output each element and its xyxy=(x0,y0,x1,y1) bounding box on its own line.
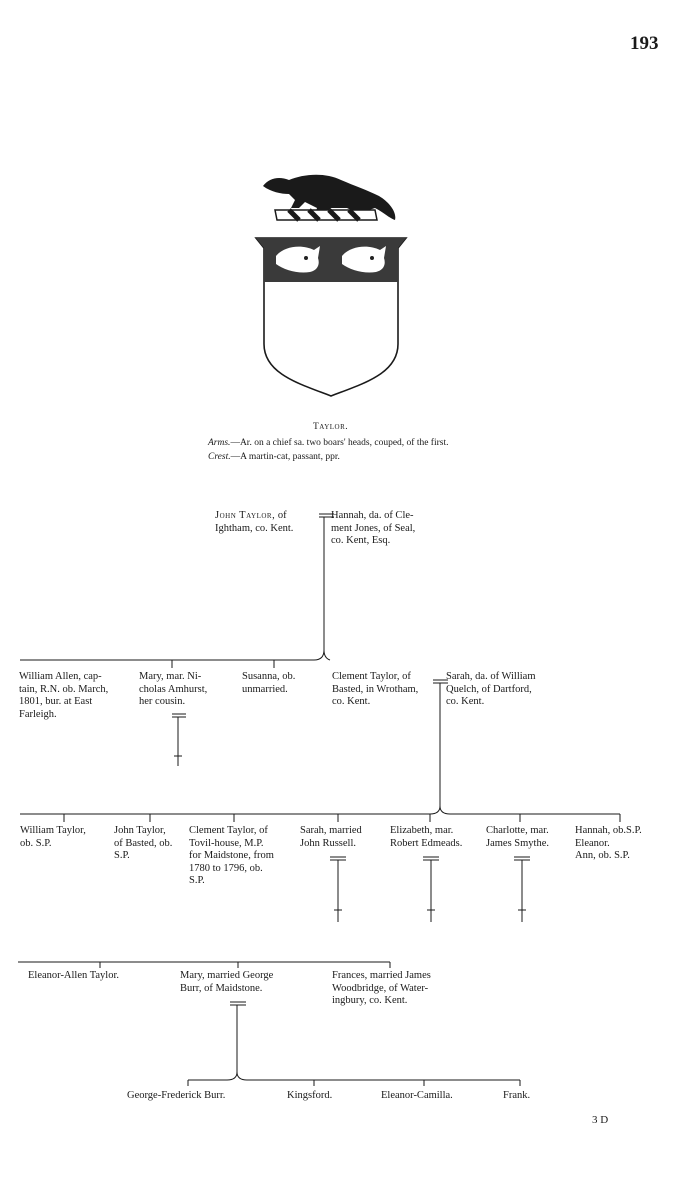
arms-blazon: Arms.—Ar. on a chief sa. two boars' head… xyxy=(208,437,448,450)
page-number: 193 xyxy=(630,33,659,54)
frank: Frank. xyxy=(503,1090,531,1101)
boar-head-icon xyxy=(342,246,386,273)
charlotte-smythe: Charlotte, mar. James Smythe. xyxy=(486,825,549,849)
john-taylor-basted: John Taylor, of Basted, ob. S.P. xyxy=(114,825,173,861)
boar-head-icon xyxy=(276,246,320,273)
susanna: Susanna, ob. unmarried. xyxy=(242,671,296,695)
crest-label: Crest. xyxy=(208,452,231,462)
crest-text: —A martin-cat, passant, ppr. xyxy=(230,452,340,462)
hannah-jones: Hannah, da. of Cle- ment Jones, of Seal,… xyxy=(331,510,416,546)
arms-label: Arms. xyxy=(208,438,231,448)
john-taylor-name: John Taylor, xyxy=(215,510,276,521)
mary-amhurst: Mary, mar. Ni- cholas Amhurst, her cousi… xyxy=(139,671,208,707)
clement-taylor-senior: Clement Taylor, of Basted, in Wrotham, c… xyxy=(332,671,419,707)
george-frederick-burr: George-Frederick Burr. xyxy=(127,1090,226,1101)
kingsford: Kingsford. xyxy=(287,1090,333,1101)
eleanor-allen-taylor: Eleanor-Allen Taylor. xyxy=(28,970,119,981)
william-allen: William Allen, cap- tain, R.N. ob. March… xyxy=(19,671,129,721)
william-taylor-text: William Taylor, ob. S.P. xyxy=(20,825,86,849)
john-taylor-details: of Ightham, co. Kent. xyxy=(215,510,294,534)
shield-icon xyxy=(254,237,408,397)
john-taylor: John Taylor, of Ightham, co. Kent. xyxy=(215,510,293,535)
crest-martin-cat-icon xyxy=(263,174,396,222)
mary-burr: Mary, married George Burr, of Maidstone. xyxy=(180,970,274,994)
family-name: Taylor. xyxy=(313,422,349,432)
crest-blazon: Crest.—A martin-cat, passant, ppr. xyxy=(208,451,340,464)
sarah-quelch: Sarah, da. of William Quelch, of Dartfor… xyxy=(446,671,536,707)
elizabeth-edmeads: Elizabeth, mar. Robert Edmeads. xyxy=(390,825,463,849)
clement-taylor-mp: Clement Taylor, of Tovil-house, M.P. for… xyxy=(189,825,274,886)
arms-text: —Ar. on a chief sa. two boars' heads, co… xyxy=(230,438,449,448)
hannah-eleanor-ann: Hannah, ob.S.P. Eleanor. Ann, ob. S.P. xyxy=(575,825,642,861)
william-taylor: William Taylor, ob. S.P. xyxy=(20,825,100,850)
signature-mark: 3 D xyxy=(592,1114,609,1126)
sarah-russell: Sarah, married John Russell. xyxy=(300,825,362,849)
william-allen-text: William Allen, cap- tain, R.N. ob. March… xyxy=(19,671,109,720)
eleanor-camilla: Eleanor-Camilla. xyxy=(381,1090,453,1101)
frances-woodbridge: Frances, married James Woodbridge, of Wa… xyxy=(332,970,431,1006)
